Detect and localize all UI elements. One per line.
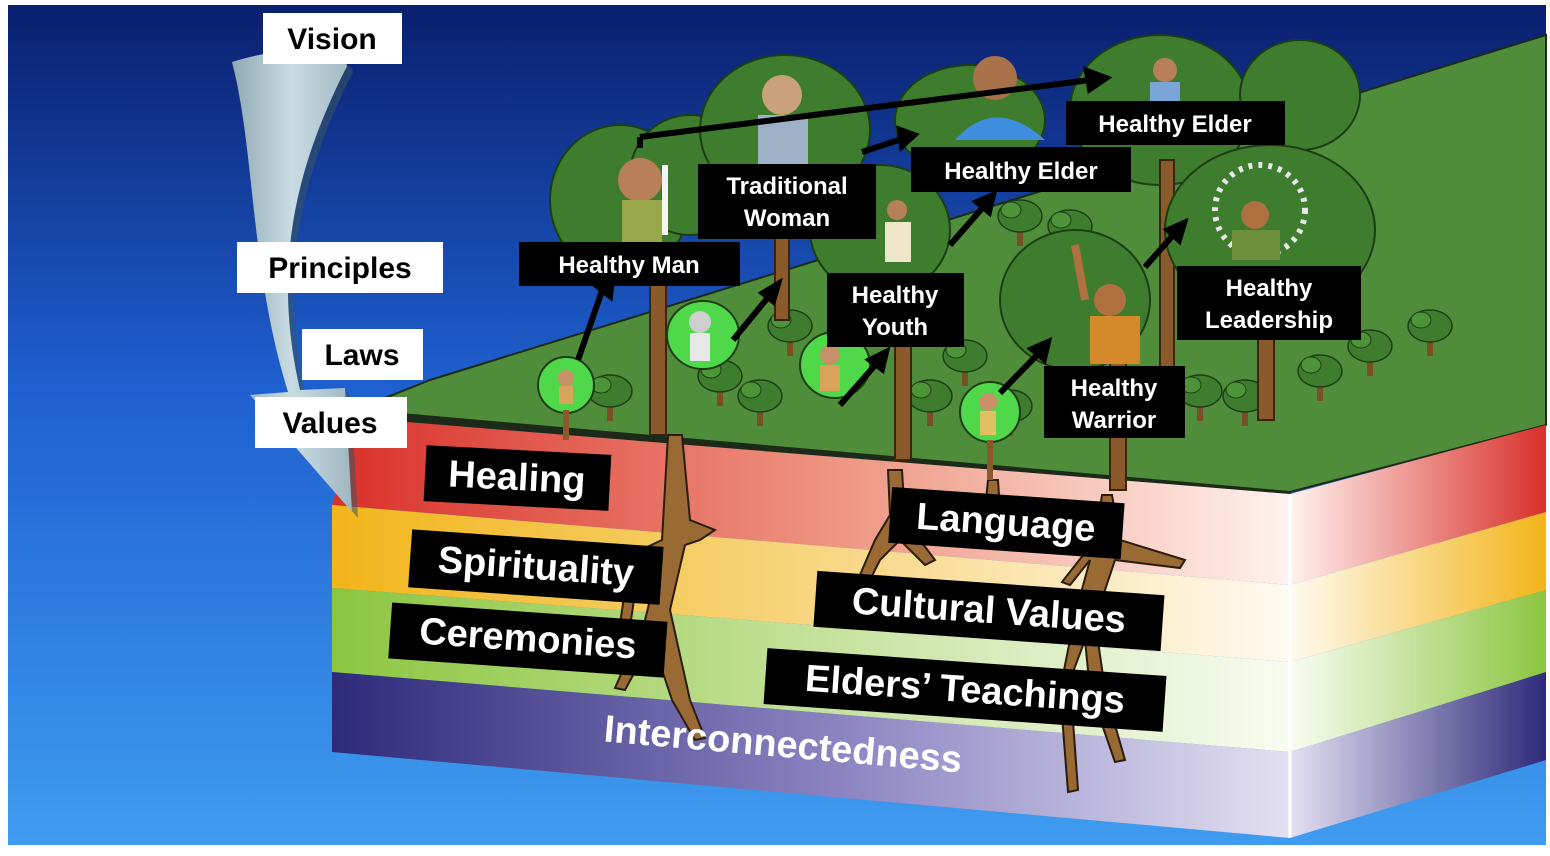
progression-arrow-icon bbox=[1142, 231, 1178, 269]
healthy-elder-middle-label: Healthy Elder bbox=[944, 158, 1097, 185]
progression-arrow-icon bbox=[947, 203, 988, 247]
elders-teachings-box bbox=[763, 648, 1167, 732]
laws-box bbox=[302, 329, 423, 380]
healthy-leadership-label-2: Leadership bbox=[1205, 307, 1333, 334]
healthy-elder-top-label: Healthy Elder bbox=[1098, 111, 1251, 138]
progression-arrow-icon bbox=[837, 360, 881, 407]
side-layer-yellow bbox=[1290, 512, 1546, 662]
healing-label: Healing bbox=[447, 453, 586, 502]
healthy-warrior-label-1: Healthy bbox=[1071, 375, 1158, 402]
principles-box bbox=[237, 242, 443, 293]
traditional-woman-label-2: Woman bbox=[744, 205, 830, 232]
healthy-youth-label-1: Healthy bbox=[852, 282, 939, 309]
stage-labels: Healthy Man Traditional Woman Healthy El… bbox=[519, 101, 1361, 438]
healthy-man-label: Healthy Man bbox=[558, 252, 699, 279]
spirituality-box bbox=[408, 529, 664, 605]
person-figure-icon bbox=[979, 393, 997, 435]
progression-arrow-icon bbox=[575, 287, 606, 361]
side-layer-green bbox=[1290, 590, 1546, 752]
person-figure-icon bbox=[820, 345, 840, 391]
language-box bbox=[888, 486, 1125, 560]
healthy-youth-box bbox=[827, 273, 964, 347]
healthy-leadership-box bbox=[1177, 266, 1361, 340]
principles-label: Principles bbox=[268, 252, 411, 285]
person-figure-icon bbox=[689, 311, 711, 361]
side-layer-red bbox=[1290, 425, 1546, 585]
person-figure-icon bbox=[885, 200, 911, 262]
values-box bbox=[255, 397, 407, 448]
healthy-leadership-label-1: Healthy bbox=[1226, 275, 1313, 302]
ceremonies-box bbox=[388, 602, 668, 678]
side-layers bbox=[1288, 425, 1546, 838]
healing-box bbox=[423, 445, 612, 511]
person-figure-icon bbox=[1071, 244, 1140, 364]
progression-arrow-icon bbox=[997, 349, 1043, 396]
healthy-elder-middle-box bbox=[911, 147, 1131, 192]
values-label: Values bbox=[282, 407, 377, 440]
healthy-elder-top-box bbox=[1066, 101, 1285, 145]
left-labels: Vision Principles Laws Values bbox=[237, 13, 443, 448]
progression-arrow-icon bbox=[639, 77, 1091, 140]
person-figure-icon bbox=[1212, 162, 1308, 260]
person-figure-icon bbox=[558, 370, 574, 404]
healthy-warrior-label-2: Warrior bbox=[1072, 407, 1156, 434]
traditional-woman-label-1: Traditional bbox=[726, 173, 847, 200]
traditional-woman-box bbox=[698, 164, 876, 239]
person-figures bbox=[558, 56, 1308, 435]
side-layer-purple bbox=[1290, 672, 1546, 838]
progression-arrows bbox=[575, 66, 1189, 407]
vision-label: Vision bbox=[287, 23, 376, 56]
vision-box bbox=[263, 13, 402, 64]
healthy-warrior-box bbox=[1044, 366, 1185, 438]
progression-arrow-icon bbox=[861, 135, 906, 155]
layer-purple bbox=[332, 672, 1290, 838]
healthy-man-box bbox=[519, 242, 740, 286]
laws-label: Laws bbox=[324, 339, 399, 372]
cultural-values-box bbox=[813, 570, 1165, 652]
person-figure-icon bbox=[618, 158, 668, 248]
healthy-youth-label-2: Youth bbox=[862, 314, 928, 341]
progression-arrow-icon bbox=[730, 293, 773, 342]
